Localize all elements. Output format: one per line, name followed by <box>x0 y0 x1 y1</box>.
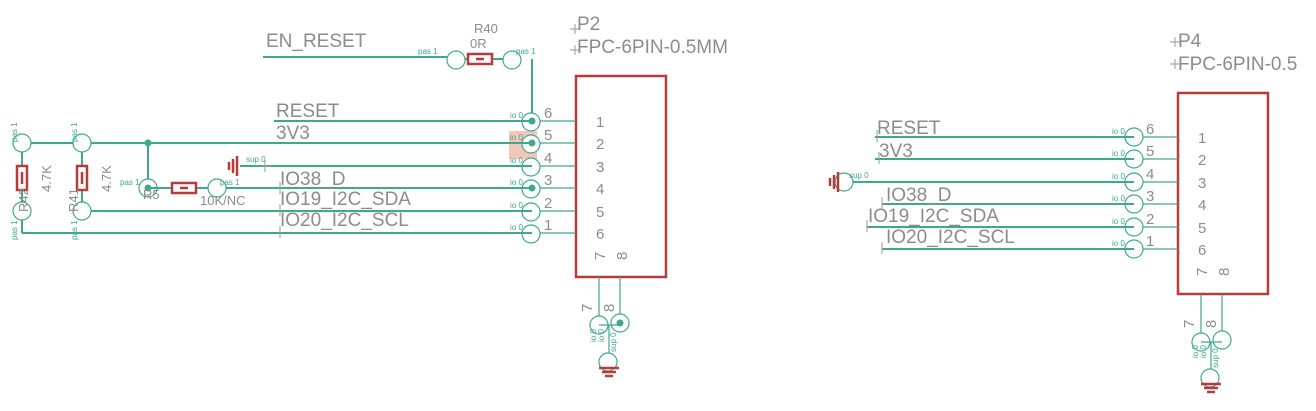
pin-tag: io 0 <box>589 329 598 342</box>
pin-tag: io 0 <box>510 111 523 120</box>
p4-value: FPC-6PIN-0.5 <box>1178 54 1297 75</box>
pin-number: 8 <box>1216 268 1233 276</box>
net-label-io19: IO19_I2C_SDA <box>868 206 999 227</box>
pin-tag: sup 0 <box>849 171 869 180</box>
net-label-reset: RESET <box>276 101 340 122</box>
pin-number: 2 <box>596 136 604 153</box>
right-net-wires: RESET 3V3 sup 0 IO38_D IO19_I2C_SDA IO20… <box>828 118 1134 254</box>
pin-tag: io 0 <box>1112 172 1125 181</box>
pin-tag: io 0 <box>597 329 606 342</box>
pin-number: 6 <box>596 226 604 243</box>
pin-tag: io 0 <box>1199 345 1208 358</box>
ground-symbol <box>828 172 840 192</box>
net-label-io19: IO19_I2C_SDA <box>280 189 411 210</box>
pin-number: 8 <box>1203 320 1220 328</box>
pin-number: 8 <box>601 304 618 312</box>
pin-number: 2 <box>1146 211 1154 228</box>
net-label-io38: IO38_D <box>280 169 345 190</box>
pin-tag: io 0 <box>510 223 523 232</box>
pin-tag: io 0 <box>1112 239 1125 248</box>
p2-value: FPC-6PIN-0.5MM <box>577 37 728 58</box>
pin-tag: sup 0 <box>609 332 618 352</box>
pin-number: 3 <box>1198 175 1206 192</box>
ground-symbol <box>599 366 619 378</box>
pin-number: 3 <box>1146 188 1154 205</box>
pin-number: 4 <box>544 150 552 167</box>
p2-body <box>574 74 668 279</box>
pin-number: 4 <box>1146 166 1154 183</box>
ground-symbol <box>1201 382 1221 394</box>
r42-ref: R42 <box>16 188 31 212</box>
pin-number: 3 <box>544 172 552 189</box>
pin-number: 7 <box>1194 268 1211 276</box>
pin-tag: pas 1 <box>10 122 19 142</box>
net-label-io20: IO20_I2C_SCL <box>886 227 1015 248</box>
r5-resistor[interactable]: pas 1 pas 1 R5 10K/NC <box>120 139 246 209</box>
pin-number: 2 <box>1198 152 1206 169</box>
r42-resistor[interactable]: pas 1 pas 1 R42 4.7K <box>10 122 54 240</box>
pin-tag: io 0 <box>510 133 523 142</box>
pin-tag: pas 1 <box>120 178 140 187</box>
pin-tag: pas 1 <box>418 47 438 56</box>
pin-tag: pas 1 <box>70 122 79 142</box>
pin-number: 2 <box>544 195 552 212</box>
pin-tag: pas 1 <box>220 178 240 187</box>
r5-ref: R5 <box>143 187 160 202</box>
pin-tag: io 0 <box>1112 217 1125 226</box>
pin-number: 1 <box>544 217 552 234</box>
pin-number: 7 <box>592 252 609 260</box>
p2-connector[interactable]: P2 FPC-6PIN-0.5MM io 0 io 0 io 0 io 0 io… <box>509 14 728 378</box>
pin-number: 1 <box>1146 233 1154 250</box>
pin-tag: io 0 <box>510 201 523 210</box>
net-label-reset: RESET <box>877 118 941 139</box>
pin-tag: sup 0 <box>1211 348 1220 368</box>
pin-tag: io 0 <box>1191 345 1200 358</box>
pin-number: 7 <box>579 304 596 312</box>
pin-number: 8 <box>614 252 631 260</box>
pin-number: 6 <box>1146 121 1154 138</box>
pin-number: 1 <box>596 114 604 131</box>
p4-body <box>1176 91 1270 296</box>
p4-ref: P4 <box>1178 31 1202 52</box>
r5-value: 10K/NC <box>200 193 246 208</box>
pin-tag: io 0 <box>1112 127 1125 136</box>
left-net-wires: RESET 3V3 sup 0 IO38_D IO19_I2C_SDA IO20… <box>22 101 532 238</box>
net-label-3v3: 3V3 <box>879 141 913 162</box>
pin-number: 7 <box>1181 320 1198 328</box>
pin-number: 4 <box>596 181 604 198</box>
pin-number: 5 <box>1198 220 1206 237</box>
r41-resistor[interactable]: pas 1 pas 1 R41 4.7K <box>66 122 114 240</box>
r42-value: 4.7K <box>39 165 54 192</box>
pin-number: 6 <box>1198 242 1206 259</box>
pin-tag: pas 1 <box>70 220 79 240</box>
pin-tag: io 0 <box>510 178 523 187</box>
net-label-io20: IO20_I2C_SCL <box>280 210 409 231</box>
p4-connector[interactable]: P4 FPC-6PIN-0.5 io 0 io 0 io 0 io 0 io 0… <box>1112 31 1297 394</box>
pin-number: 5 <box>1146 143 1154 160</box>
r40-value: 0R <box>470 36 487 51</box>
pin-tag: io 0 <box>1112 194 1125 203</box>
net-label-en-reset: EN_RESET <box>266 31 367 52</box>
pin-tag: pas 1 <box>516 47 536 56</box>
net-label-io38: IO38_D <box>886 185 951 206</box>
pin-number: 4 <box>1198 197 1206 214</box>
en-reset-net: EN_RESET pas 1 pas 1 R40 0R <box>263 21 536 121</box>
pin-number: 6 <box>544 105 552 122</box>
pin-number: 3 <box>596 159 604 176</box>
p2-ref: P2 <box>577 14 600 35</box>
r40-ref: R40 <box>474 21 498 36</box>
net-label-3v3: 3V3 <box>276 123 310 144</box>
r41-ref: R41 <box>66 188 81 212</box>
pin-number: 5 <box>544 127 552 144</box>
pin-number: 5 <box>596 204 604 221</box>
pin-tag: io 0 <box>510 156 523 165</box>
r41-value: 4.7K <box>99 165 114 192</box>
pin-tag: pas 1 <box>10 220 19 240</box>
pin-tag: io 0 <box>1112 149 1125 158</box>
ground-symbol <box>227 156 239 176</box>
pin-tag: sup 0 <box>246 155 266 164</box>
pin-number: 1 <box>1198 130 1206 147</box>
